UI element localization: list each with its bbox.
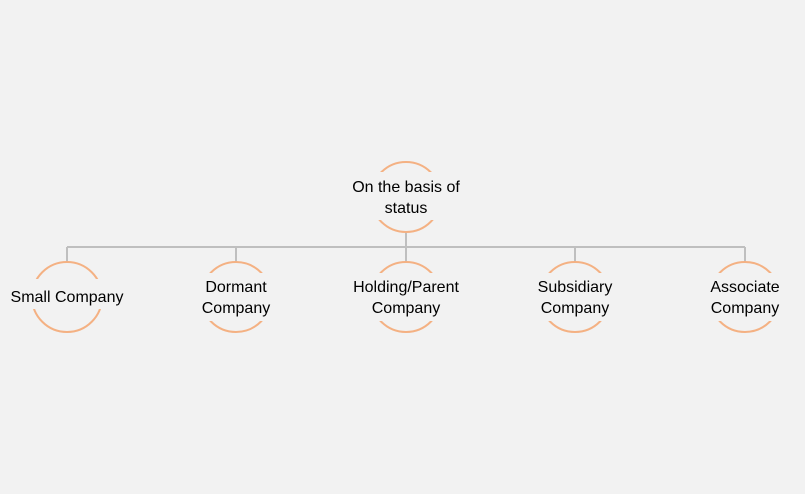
root-node-label-line2: status bbox=[385, 200, 428, 217]
connectors bbox=[66, 232, 746, 262]
child-node-small-company: Small Company bbox=[6, 261, 128, 333]
child-node-associate-company: Associate Company bbox=[704, 261, 786, 333]
child-node-holding-parent-company: Holding/Parent Company bbox=[344, 261, 468, 333]
child-node-label-backdrop bbox=[704, 273, 786, 321]
child-node-subsidiary-company: Subsidiary Company bbox=[532, 261, 618, 333]
child-node-label-line1: Dormant bbox=[205, 279, 267, 296]
root-node-label-line1: On the basis of bbox=[352, 179, 460, 196]
root-node-label-backdrop bbox=[344, 172, 468, 220]
child-node-label-backdrop bbox=[532, 273, 618, 321]
child-node-label-backdrop bbox=[196, 273, 276, 321]
child-node-label-line2: Company bbox=[711, 300, 779, 317]
root-node: On the basis of status bbox=[344, 161, 468, 233]
child-node-label-line2: Company bbox=[202, 300, 270, 317]
child-node-label-line1: Subsidiary bbox=[538, 279, 613, 296]
child-node-label-line1: Small Company bbox=[11, 289, 124, 306]
child-node-label-line2: Company bbox=[372, 300, 440, 317]
child-node-label-line1: Holding/Parent bbox=[353, 279, 459, 296]
child-node-label-line1: Associate bbox=[710, 279, 779, 296]
child-node-label-backdrop bbox=[344, 273, 468, 321]
child-node-label-backdrop bbox=[6, 279, 128, 309]
child-node-dormant-company: Dormant Company bbox=[196, 261, 276, 333]
child-node-label-line2: Company bbox=[541, 300, 609, 317]
